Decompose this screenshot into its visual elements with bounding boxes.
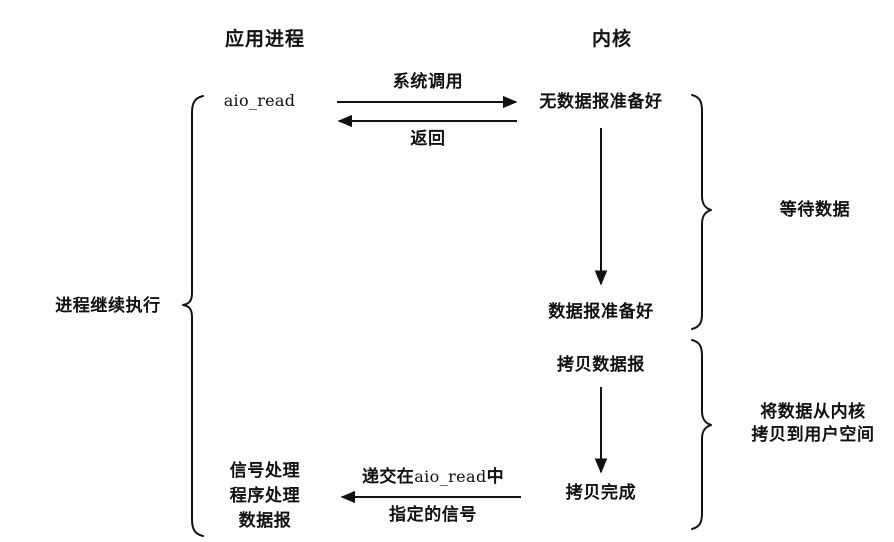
- node-no-datagram-ready: 无数据报准备好: [539, 92, 663, 112]
- signal-deliver-suffix: 中: [486, 467, 504, 487]
- edge-label-signal-delivery-line2: 指定的信号: [389, 505, 477, 525]
- column-title-kernel: 内核: [591, 28, 632, 50]
- brace-copy-to-user: [691, 339, 712, 530]
- brace-label-copy-to-user-line2: 拷贝到用户空间: [751, 425, 875, 445]
- column-title-application: 应用进程: [224, 28, 305, 50]
- brace-label-copy-to-user-line1: 将数据从内核: [760, 402, 866, 422]
- brace-label-wait-for-data: 等待数据: [779, 200, 851, 220]
- brace-process-continues: [182, 95, 204, 537]
- signal-deliver-aio-read: aio_read: [414, 467, 487, 486]
- node-signal-handler-line2: 程序处理: [229, 486, 301, 506]
- node-copy-complete: 拷贝完成: [565, 483, 637, 503]
- signal-deliver-prefix: 递交在: [362, 467, 415, 487]
- brace-label-process-continues: 进程继续执行: [55, 296, 161, 316]
- edge-label-syscall: 系统调用: [392, 72, 464, 92]
- brace-wait-for-data: [691, 94, 712, 330]
- node-datagram-ready: 数据报准备好: [548, 302, 654, 322]
- edge-label-signal-delivery-line1: 递交在aio_read中: [338, 467, 528, 487]
- node-aio-read: aio_read: [223, 91, 296, 110]
- node-copy-datagram: 拷贝数据报: [557, 355, 645, 375]
- node-signal-handler-line1: 信号处理: [229, 461, 301, 481]
- edge-label-return: 返回: [410, 129, 446, 149]
- node-signal-handler-line3: 数据报: [238, 511, 292, 531]
